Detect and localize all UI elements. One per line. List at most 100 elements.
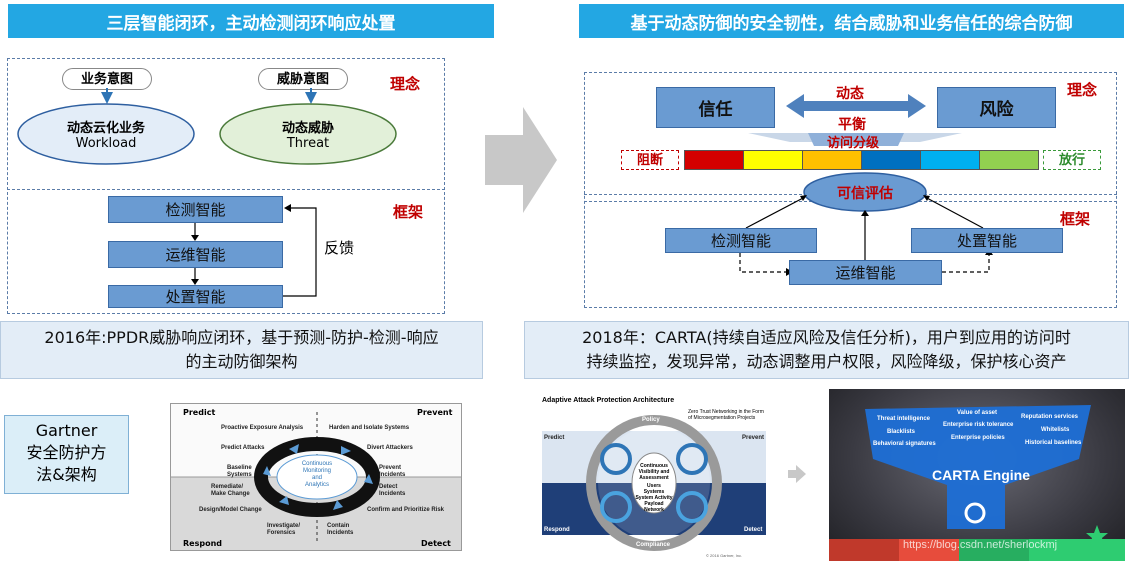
allow-label: 放行 (1043, 150, 1101, 170)
ppdr-remediate-l2: Make Change (211, 491, 250, 497)
aapa-zero-trust-l1: Zero Trust Networking in the Form (688, 409, 764, 415)
ppdr-prevent-inc: Prevent Incidents (379, 465, 405, 479)
aapa-center-l2: Visibility and (638, 469, 670, 475)
right-diagram-frame (584, 72, 1117, 308)
aapa-footer: © 2016 Gartner, Inc. (706, 553, 743, 558)
aapa-cycle-icon (676, 443, 708, 475)
left-arrow-icon (284, 204, 291, 212)
grade-segment (862, 151, 921, 169)
gartner-line1: Gartner (35, 421, 98, 440)
aapa-payload: Payload (644, 501, 664, 507)
block-label: 阻断 (621, 150, 679, 170)
aapa-users: Users (647, 483, 661, 489)
threat-arrow-icon (305, 92, 317, 104)
ppdr-predict-attacks: Predict Attacks (221, 445, 265, 451)
right-caption-line1: 2018年：CARTA(持续自适应风险及信任分析)，用户到应用的访问时 (582, 328, 1071, 347)
aapa-respond: Respond (544, 527, 570, 533)
carta-enterprise-risk: Enterprise risk tolerance (943, 422, 1014, 428)
ppdr-prevent: Prevent (417, 408, 453, 417)
carta-svg (829, 405, 1125, 561)
up-arrow-icon (923, 195, 930, 201)
ppdr-center-l2: Monitoring (302, 468, 331, 474)
threat-cn: 动态威胁 (281, 121, 334, 136)
left-framework-label: 框架 (393, 203, 424, 221)
ppdr-center-text: Continuous Monitoring and Analytics (277, 461, 357, 489)
aapa-outer-ring (586, 415, 722, 551)
aapa-svg (586, 415, 722, 551)
right-concept-svg (748, 94, 962, 146)
ppdr-prevent-inc-l2: Incidents (379, 472, 406, 478)
right-detect-box: 检测智能 (665, 228, 817, 253)
left-framework-arrows (191, 204, 317, 297)
aapa-figure: Adaptive Attack Protection Architecture … (538, 395, 770, 563)
left-divider (7, 189, 445, 190)
feedback-loop (283, 207, 317, 297)
aapa-predict: Predict (544, 435, 565, 441)
carta-engine-label: CARTA Engine (932, 467, 1030, 483)
cycle-arrow-icon (364, 474, 373, 484)
double-arrow-icon (786, 94, 926, 118)
ppdr-detect-inc-l1: Detect (379, 484, 398, 490)
transition-arrow-icon (485, 107, 557, 213)
aapa-policy: Policy (642, 417, 660, 423)
ppdr-contain: Contain Incidents (327, 523, 353, 537)
aapa-compliance: Compliance (636, 542, 671, 548)
aapa-center-l1: Continuous (640, 463, 668, 469)
balance-arrow-icon (808, 133, 904, 146)
aapa-cycle-icon (600, 443, 632, 475)
grade-segment (685, 151, 744, 169)
left-banner: 三层智能闭环，主动检测闭环响应处置 (8, 4, 494, 38)
aapa-network: Network (644, 507, 664, 513)
left-caption-line1: 2016年:PPDR威胁响应闭环，基于预测-防护-检测-响应 (44, 328, 439, 347)
grading-bar (684, 150, 1039, 170)
threat-en: Threat (286, 136, 330, 151)
ppdr-prevent-inc-l1: Prevent (379, 465, 402, 471)
grade-segment (921, 151, 980, 169)
ppdr-svg (171, 412, 461, 544)
left-caption: 2016年:PPDR威胁响应闭环，基于预测-防护-检测-响应 的主动防御架构 (0, 321, 483, 379)
ppdr-remediate-l1: Remediate/ (211, 484, 244, 490)
threat-intent-label: 威胁意图 (258, 68, 348, 90)
small-right-arrow-icon (788, 465, 806, 483)
carta-blacklists: Blacklists (887, 429, 916, 435)
carta-historical: Historical baselines (1025, 440, 1082, 446)
left-ops-box: 运维智能 (108, 241, 283, 268)
right-framework-label: 框架 (1060, 210, 1091, 228)
block-text: 阻断 (636, 153, 663, 168)
aapa-zero-trust: Zero Trust Networking in the Form of Mic… (688, 409, 764, 421)
ppdr-design: Design/Model Change (199, 507, 262, 513)
ppdr-remediate: Remediate/ Make Change (211, 484, 250, 498)
left-concept-svg (17, 88, 397, 165)
business-arrow-icon (101, 92, 113, 104)
up-arrow-icon (861, 210, 869, 216)
right-ops-box: 运维智能 (789, 260, 942, 285)
threat-ellipse (219, 103, 397, 165)
aapa-center (631, 452, 677, 514)
aapa-detect: Detect (744, 527, 763, 533)
carta-funnel (865, 405, 1091, 529)
ppdr-center-l4: Analytics (304, 482, 329, 488)
ppdr-baseline: Baseline Systems (227, 465, 252, 479)
trust-box: 信任 (656, 87, 775, 128)
grade-segment (744, 151, 803, 169)
carta-watermark: https://blog.csdn.net/sherlockmj (903, 539, 1058, 551)
right-banner: 基于动态防御的安全韧性，结合威胁和业务信任的综合防御 (579, 4, 1124, 38)
ppdr-detect-inc: Detect Incidents (379, 484, 405, 498)
ppdr-proactive: Proactive Exposure Analysis (221, 425, 304, 431)
workload-en: Workload (75, 136, 137, 151)
cycle-arrow-icon (279, 496, 289, 505)
aapa-cycle-icon (676, 491, 708, 523)
dashed-flow-right (942, 253, 990, 273)
carta-threat-intel: Threat intelligence (877, 416, 931, 422)
aapa-cycle-icon (600, 491, 632, 523)
left-diagram-frame (7, 58, 445, 314)
access-grading-label: 访问分级 (827, 136, 880, 151)
ppdr-detect-inc-l2: Incidents (379, 491, 406, 497)
carta-reputation: Reputation services (1021, 414, 1079, 420)
workload-ellipse (17, 103, 195, 165)
aapa-systems: Systems (643, 489, 665, 495)
feedback-label: 反馈 (324, 239, 355, 257)
gartner-box: Gartner 安全防护方 法&架构 (4, 415, 129, 494)
ppdr-predict: Predict (183, 408, 216, 417)
balance-label: 平衡 (838, 117, 866, 133)
